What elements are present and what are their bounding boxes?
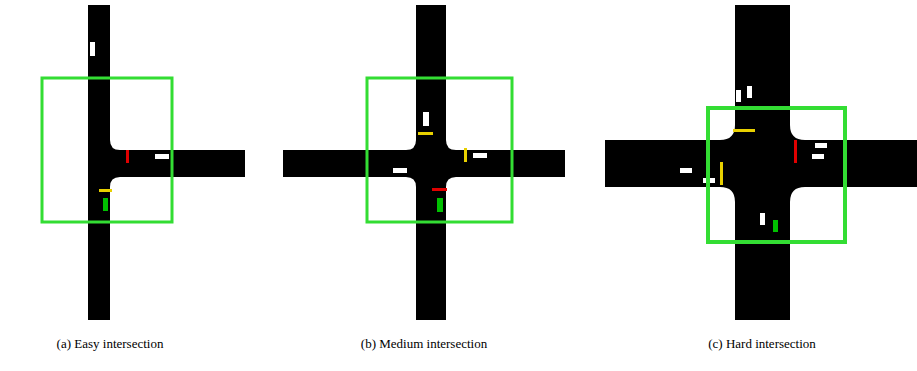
panel-caption: (b) Medium intersection — [361, 336, 487, 352]
medium-intersection — [283, 5, 565, 320]
panel-caption: (c) Hard intersection — [708, 336, 816, 352]
panel-caption: (a) Easy intersection — [57, 336, 164, 352]
hard-intersection — [605, 5, 917, 320]
easy-intersection — [42, 5, 245, 320]
